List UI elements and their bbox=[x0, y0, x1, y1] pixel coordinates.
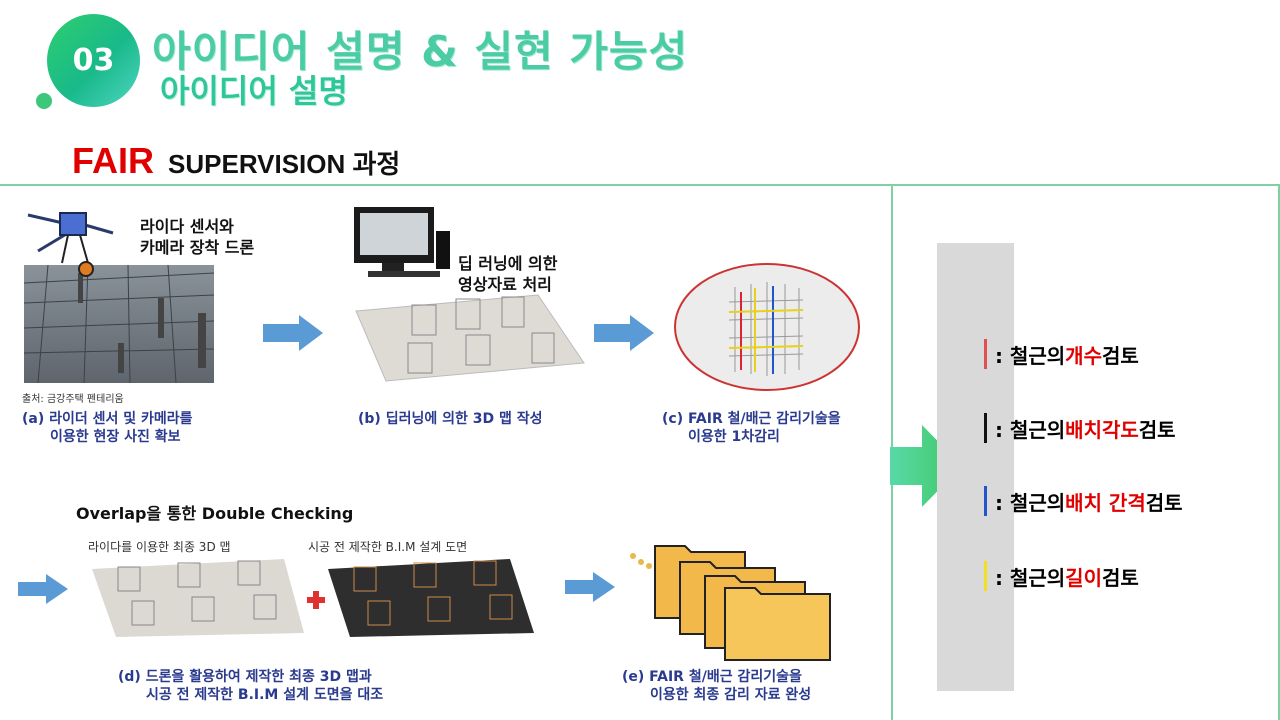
arrow-right-icon bbox=[565, 572, 615, 602]
check-item-length: : 철근의 길이 검토 bbox=[984, 561, 1139, 591]
drone-site-photo bbox=[23, 212, 215, 384]
caption-a: (a) 라이더 센서 및 카메라를 이용한 현장 사진 확보 bbox=[22, 411, 193, 445]
lidar-3d-map-image bbox=[92, 559, 304, 637]
folder-stack-icon bbox=[630, 545, 831, 661]
check-item-spacing: : 철근의 배치 간격 검토 bbox=[984, 486, 1183, 516]
caption-c: (c) FAIR 철/배근 감리기술을 이용한 1차감리 bbox=[662, 411, 841, 445]
monitor-icon bbox=[354, 207, 450, 277]
section-number: 03 bbox=[72, 43, 115, 78]
caption-e: (e) FAIR 철/배근 감리기술을 이용한 최종 감리 자료 완성 bbox=[622, 669, 812, 703]
section-heading: FAIR SUPERVISION 과정 bbox=[72, 140, 400, 182]
section-number-badge: 03 bbox=[47, 14, 140, 107]
photo-source: 출처: 금강주택 펜테리움 bbox=[22, 394, 124, 405]
color-marker bbox=[984, 486, 987, 516]
color-marker bbox=[984, 339, 987, 369]
color-marker bbox=[984, 561, 987, 591]
divider-right bbox=[1278, 184, 1280, 720]
bim-design-image bbox=[328, 559, 534, 637]
color-marker bbox=[984, 413, 987, 443]
plus-icon bbox=[307, 591, 325, 609]
divider-horizontal bbox=[0, 184, 1280, 186]
drone-label: 라이다 센서와 카메라 장착 드론 bbox=[140, 217, 255, 257]
drone-icon bbox=[27, 212, 114, 277]
check-item-angle: : 철근의 배치각도 검토 bbox=[984, 413, 1176, 443]
arrow-right-icon bbox=[890, 425, 962, 507]
arrow-right-icon bbox=[594, 315, 654, 351]
deep-learning-map-image bbox=[354, 207, 585, 382]
overlap-left-label: 라이다를 이용한 최종 3D 맵 bbox=[88, 540, 231, 554]
section-heading-highlight: FAIR bbox=[72, 140, 155, 181]
caption-d: (d) 드론을 활용하여 제작한 최종 3D 맵과 시공 전 제작한 B.I.M… bbox=[118, 669, 384, 703]
accent-dot bbox=[36, 93, 52, 109]
page-subtitle: 아이디어 설명 bbox=[160, 72, 348, 110]
section-heading-text: SUPERVISION 과정 bbox=[168, 149, 401, 179]
overlap-right-label: 시공 전 제작한 B.I.M 설계 도면 bbox=[308, 540, 468, 554]
arrow-right-icon bbox=[18, 574, 68, 604]
checklist-panel bbox=[937, 243, 1014, 691]
overlap-title: Overlap을 통한 Double Checking bbox=[76, 504, 354, 523]
rebar-inspection-image bbox=[674, 263, 860, 391]
arrow-right-icon bbox=[263, 315, 323, 351]
deep-learning-label: 딥 러닝에 의한 영상자료 처리 bbox=[458, 254, 558, 294]
check-item-count: : 철근의 개수 검토 bbox=[984, 339, 1139, 369]
caption-b: (b) 딥러닝에 의한 3D 맵 작성 bbox=[358, 411, 543, 427]
page-title: 아이디어 설명 & 실현 가능성 bbox=[152, 27, 689, 76]
